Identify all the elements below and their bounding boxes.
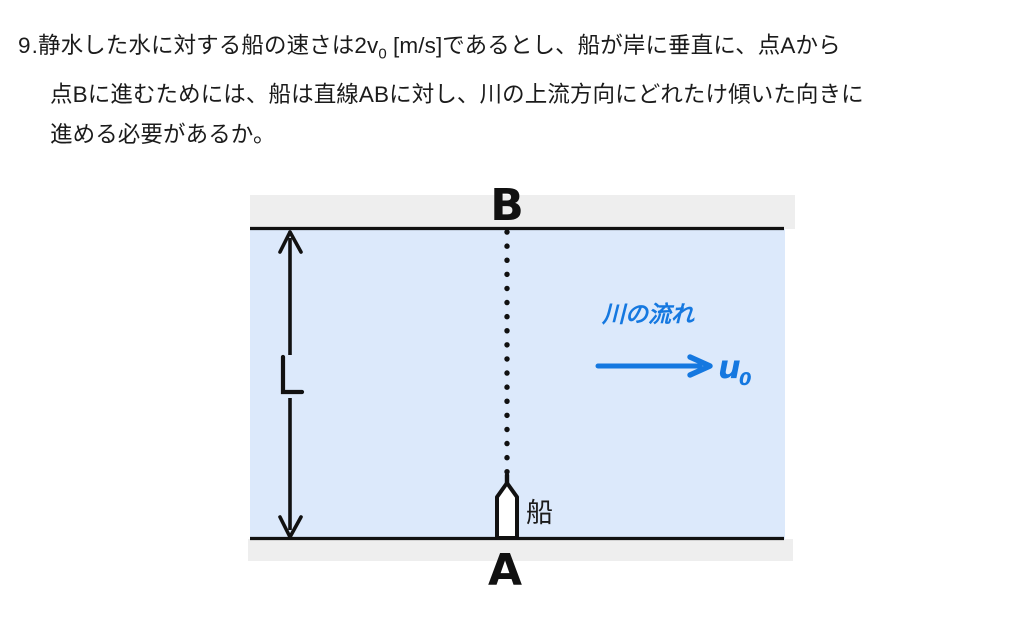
upper-bank-strip: [250, 195, 795, 229]
problem-number-separator: .: [31, 33, 38, 58]
problem-line-2: 点Bに進むためには、船は直線ABに対し、川の上流方向にどれたけ傾いた向きに: [50, 81, 864, 107]
problem-line-1-cont: [m/s]であるとし、船が岸に垂直に、点Aから: [386, 33, 841, 58]
point-b-label: B: [490, 180, 524, 231]
river-diagram: L B A 船 川の流れ u 0: [240, 170, 810, 590]
flow-caption: 川の流れ: [601, 302, 695, 328]
problem-statement: 9.静水した水に対する船の速さは2v0 [m/s]であるとし、船が岸に垂直に、点…: [0, 26, 1024, 155]
boat-label: 船: [526, 498, 553, 529]
width-arrow-down-head: [278, 515, 303, 539]
velocity-subscript: 0: [378, 45, 387, 63]
boat-icon: [495, 481, 519, 540]
point-a-label: A: [488, 545, 522, 590]
flow-speed-subscript: 0: [739, 369, 752, 390]
flow-speed-label: u: [718, 348, 741, 386]
river-water: [250, 229, 785, 539]
problem-line-3: 進める必要があるか。: [50, 121, 276, 147]
problem-number: 9: [18, 33, 31, 58]
flow-arrow-head: [687, 354, 713, 378]
width-label-L: [280, 354, 305, 395]
width-arrow-up-head: [278, 230, 303, 254]
problem-line-1-text: 静水した水に対する船の速さは2v: [37, 33, 379, 58]
lower-bank-strip: [248, 539, 793, 561]
problem-line-1: 9.静水した水に対する船の速さは2v0 [m/s]であるとし、船が岸に垂直に、点…: [18, 26, 1024, 75]
